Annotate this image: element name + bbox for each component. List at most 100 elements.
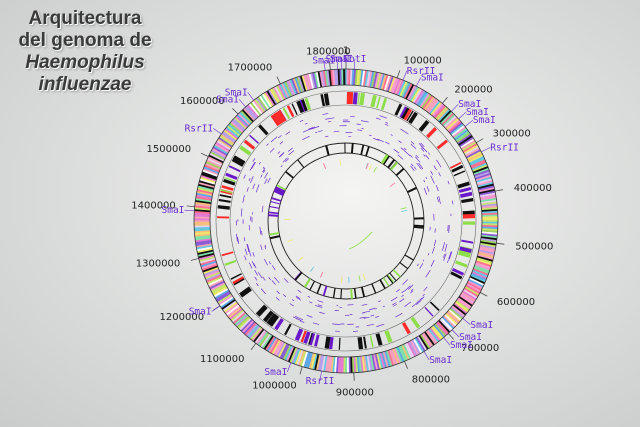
annotation-tick [270,136,278,143]
gene-segment [332,356,336,373]
annotation-tick [410,290,414,294]
annotation-tick [410,143,417,150]
gene-segment [271,339,281,355]
gene-segment [409,340,420,356]
gene-segment [301,75,309,91]
position-label: 1 [343,46,349,57]
marker-bar [402,108,411,120]
gene-segment [289,79,298,95]
gene-segment [403,83,413,99]
gene-segment [214,143,230,153]
core-block [273,186,286,196]
gene-segment [353,356,357,373]
gene-segment [202,169,219,177]
gene-segment [480,236,498,241]
gene-segment [477,254,494,261]
gene-segment [469,275,486,285]
site-tick [184,209,195,212]
gene-segment [443,314,457,327]
gene-segment [248,102,261,117]
restriction-site-label: SmaI [330,54,353,65]
gene-segment [359,69,364,86]
gene-segment [251,100,263,115]
annotation-tick [308,126,316,130]
gene-segment [471,271,488,280]
position-label: 400000 [514,183,552,194]
marker-bar [450,271,463,280]
gene-segment [266,336,277,352]
gene-segment [233,116,248,130]
core-tick [392,269,401,278]
marker-block [323,93,330,106]
gene-segment [252,328,265,343]
position-tick [480,292,488,297]
annotation-tick [319,311,325,315]
gene-segment [448,309,462,322]
annotation-tick [410,165,415,171]
restriction-site-label: SmaI [470,320,493,331]
marker-bar [221,251,234,257]
position-label: 1100000 [200,354,245,365]
gene-segment [481,212,498,216]
marker-bar [453,170,466,177]
ring-outlines [193,68,499,374]
gene-segment [210,283,227,293]
gene-segment [330,69,334,86]
outer-ring-inner-edge [209,84,483,358]
gene-segment [263,335,274,350]
gene-segment [421,333,432,348]
annotation-tick [442,242,445,251]
gene-segment [440,111,453,125]
gene-segment [272,86,283,102]
gene-segment [396,346,405,363]
slide-title: Arquitectura del genoma de Haemophilus i… [0,8,170,96]
core-tick [413,224,424,228]
gene-segment [414,89,424,105]
gene-segment [321,355,326,372]
gene-segment [240,318,253,332]
gene-segment [215,290,231,301]
gene-segment [408,340,418,357]
annotation-tick [416,162,422,170]
gene-segment [317,354,323,371]
gene-segment [470,272,487,281]
gene-segment [480,201,498,206]
gene-segment [391,348,400,365]
gene-segment [408,85,418,102]
inner-tick [373,166,377,173]
gene-segment [305,351,312,368]
annotation-tick [426,186,430,192]
gene-segment [222,130,237,142]
gene-segment [195,194,213,200]
gene-segment [203,268,220,276]
gene-segment [476,180,493,187]
gene-segment [200,258,216,266]
gene-segment [399,81,408,97]
annotation-tick [264,258,268,266]
marker-bar [221,185,234,191]
marker-bar [357,336,364,350]
marker-bar [218,198,231,203]
annotation-tick [452,200,454,205]
inner-tick [320,271,324,278]
core-tick [380,154,388,164]
core-tick [404,254,414,261]
core-tick [353,288,357,299]
gene-segment [431,102,444,117]
gene-segment [269,338,280,354]
marker-bar [406,110,414,122]
core-tick [382,277,390,287]
gene-segment [291,347,299,364]
gene-segment [372,71,379,89]
marker-block [231,156,245,167]
marker-bar [461,197,474,204]
gene-segment [200,260,217,268]
gene-segment [449,122,463,135]
marker-bar [457,181,470,189]
marker-bar [219,194,232,199]
annotation-tick [379,115,387,119]
gene-segment [472,164,488,173]
inner-tick [358,275,361,282]
gene-segment [315,354,321,371]
gene-segment [194,212,211,216]
